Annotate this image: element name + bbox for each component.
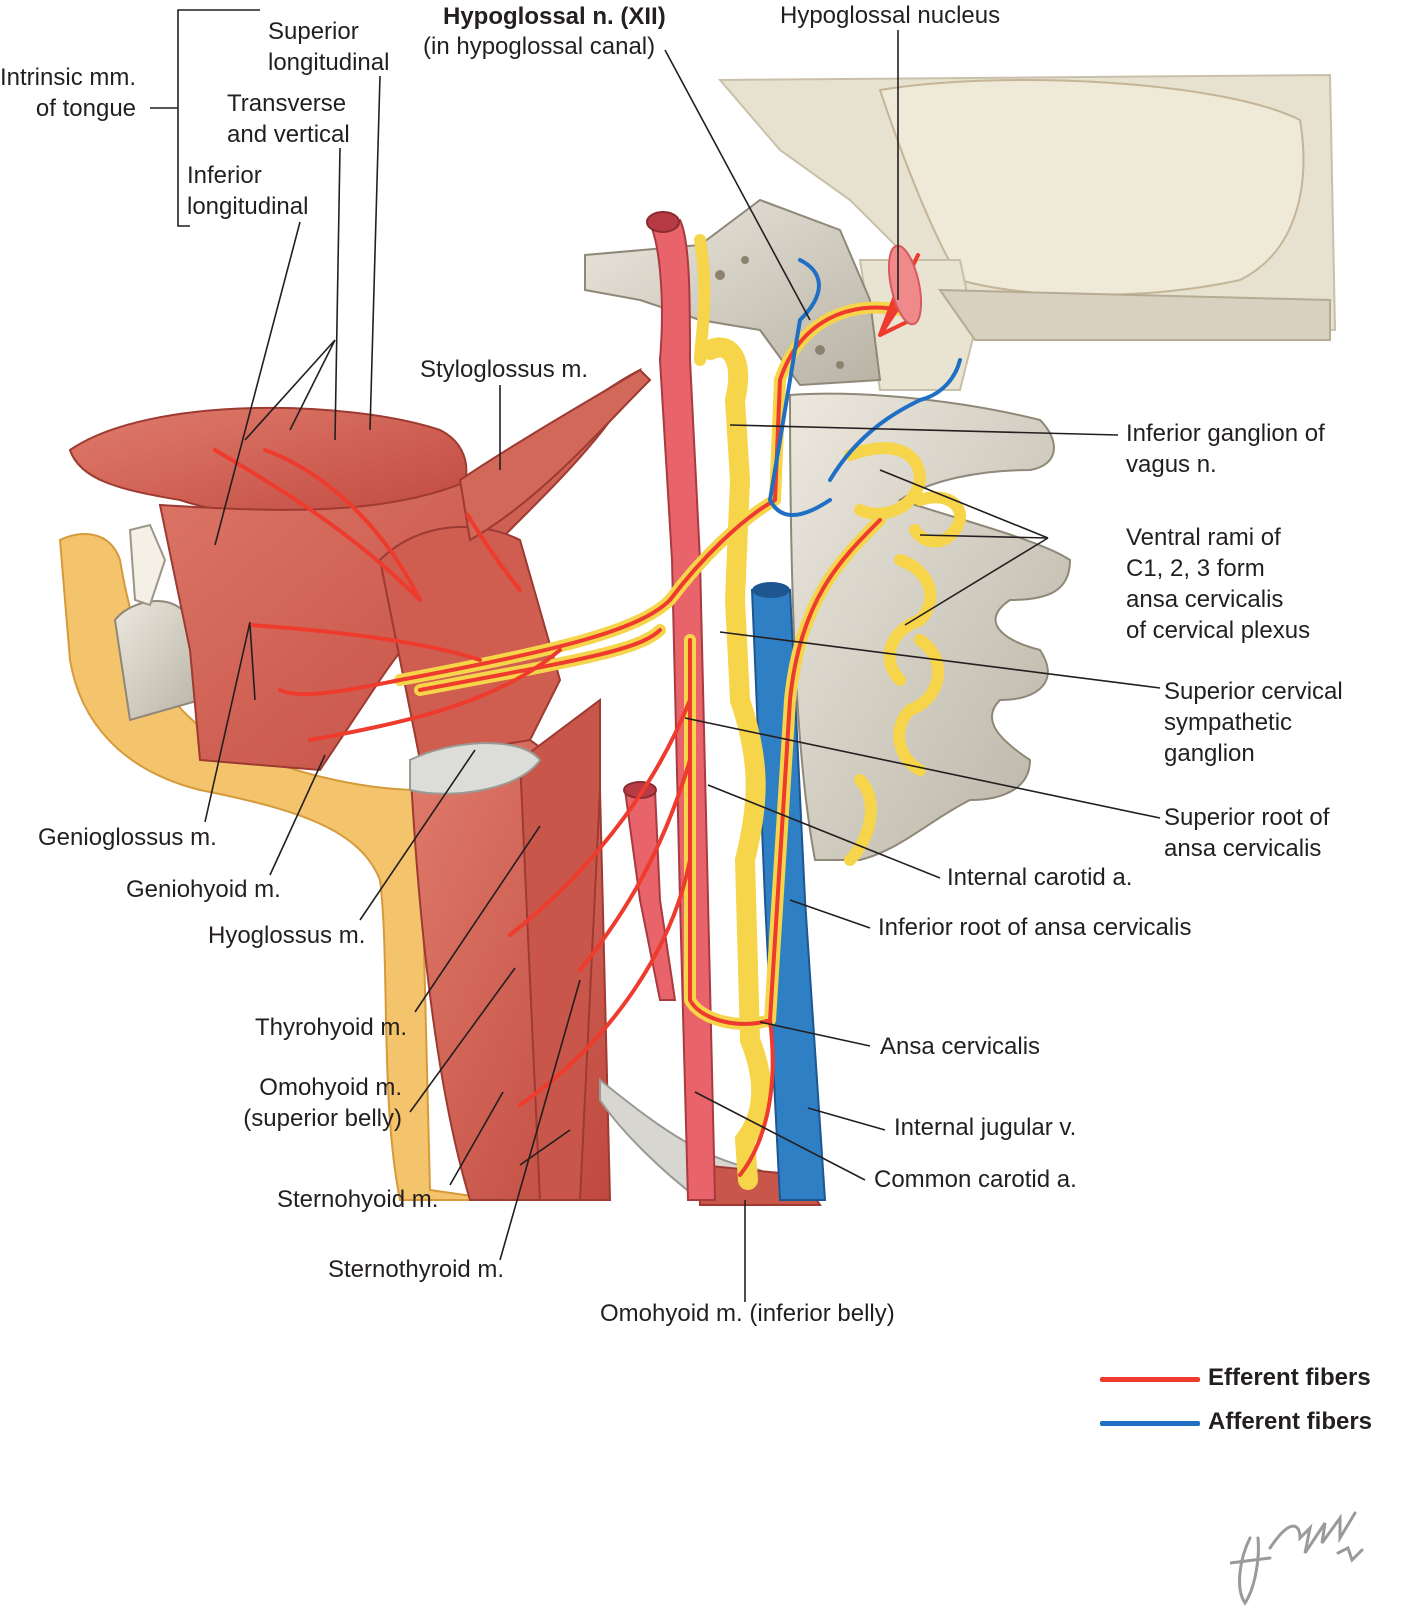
legend-afferent-label: Afferent fibers: [1208, 1408, 1373, 1435]
legend-efferent-swatch: [1100, 1377, 1200, 1382]
label-sternohyoid: Sternohyoid m.: [277, 1186, 439, 1213]
label-omohyoid-superior: Omohyoid m. (superior belly): [232, 1072, 402, 1134]
label-line: Inferior: [187, 162, 262, 189]
label-superior-longitudinal: Superior longitudinal: [268, 16, 389, 78]
label-line: Intrinsic mm.: [0, 64, 137, 91]
label-hypoglossal-canal: (in hypoglossal canal): [423, 33, 656, 60]
label-line: Inferior ganglion of: [1126, 420, 1325, 447]
label-inferior-root: Inferior root of ansa cervicalis: [878, 914, 1192, 941]
label-superior-cervical-ganglion: Superior cervical sympathetic ganglion: [1164, 676, 1343, 769]
sympathetic-trunk: [700, 337, 772, 1190]
label-internal-carotid: Internal carotid a.: [947, 864, 1133, 891]
label-transverse-vertical: Transverse and vertical: [227, 88, 350, 150]
label-line: sympathetic: [1164, 709, 1293, 736]
label-line: Omohyoid m.: [259, 1074, 402, 1101]
label-line: and vertical: [227, 121, 350, 148]
styloglossus-muscle: [458, 368, 652, 542]
label-line: ansa cervicalis: [1164, 835, 1322, 862]
label-line: C1, 2, 3 form: [1126, 555, 1265, 582]
label-inferior-longitudinal: Inferior longitudinal: [187, 160, 308, 222]
label-thyrohyoid: Thyrohyoid m.: [255, 1014, 408, 1041]
label-line: of tongue: [35, 95, 137, 122]
label-hypoglossal-nerve: Hypoglossal n. (XII): [443, 3, 666, 30]
label-hyoglossus: Hyoglossus m.: [208, 922, 366, 949]
afferent-fibers: [767, 258, 962, 517]
label-ansa-cervicalis: Ansa cervicalis: [880, 1033, 1041, 1060]
infrahyoid-muscles: [408, 698, 822, 1206]
label-styloglossus: Styloglossus m.: [420, 356, 589, 383]
cervical-plexus: [844, 442, 966, 866]
label-hypoglossal-nucleus: Hypoglossal nucleus: [780, 2, 1001, 29]
label-line: Superior root of: [1164, 804, 1330, 831]
label-line: Ventral rami of: [1126, 524, 1281, 551]
label-line: Superior: [268, 18, 359, 45]
label-intrinsic-muscles: Intrinsic mm. of tongue: [0, 62, 136, 124]
artist-signature: [1230, 1511, 1364, 1606]
internal-jugular-vein: [750, 582, 827, 1201]
label-sternothyroid: Sternothyroid m.: [328, 1256, 505, 1283]
label-line: ganglion: [1164, 740, 1255, 767]
legend-afferent-swatch: [1100, 1421, 1200, 1426]
arteries: [623, 211, 717, 1201]
legend-efferent-label: Efferent fibers: [1208, 1364, 1371, 1391]
label-genioglossus: Genioglossus m.: [38, 824, 217, 851]
label-line: Transverse: [227, 90, 347, 117]
label-line: (superior belly): [243, 1105, 402, 1132]
label-line: longitudinal: [268, 49, 390, 76]
label-ventral-rami: Ventral rami of C1, 2, 3 form ansa cervi…: [1126, 522, 1310, 646]
label-line: Superior cervical: [1164, 678, 1343, 705]
label-common-carotid: Common carotid a.: [874, 1166, 1077, 1193]
label-superior-root: Superior root of ansa cervicalis: [1164, 802, 1329, 864]
label-line: ansa cervicalis: [1126, 586, 1284, 613]
label-line: vagus n.: [1126, 451, 1217, 478]
brain-and-skull: [717, 73, 1337, 391]
label-line: longitudinal: [187, 193, 309, 220]
label-inferior-ganglion-vagus: Inferior ganglion of vagus n.: [1126, 418, 1325, 480]
leader-lines: [150, 9, 1161, 1302]
mandible-and-floor: [58, 523, 501, 1201]
label-line: of cervical plexus: [1126, 617, 1311, 644]
label-geniohyoid: Geniohyoid m.: [126, 876, 281, 903]
efferent-fibers: [213, 234, 923, 1177]
label-omohyoid-inferior: Omohyoid m. (inferior belly): [600, 1300, 895, 1327]
label-internal-jugular: Internal jugular v.: [894, 1114, 1077, 1141]
